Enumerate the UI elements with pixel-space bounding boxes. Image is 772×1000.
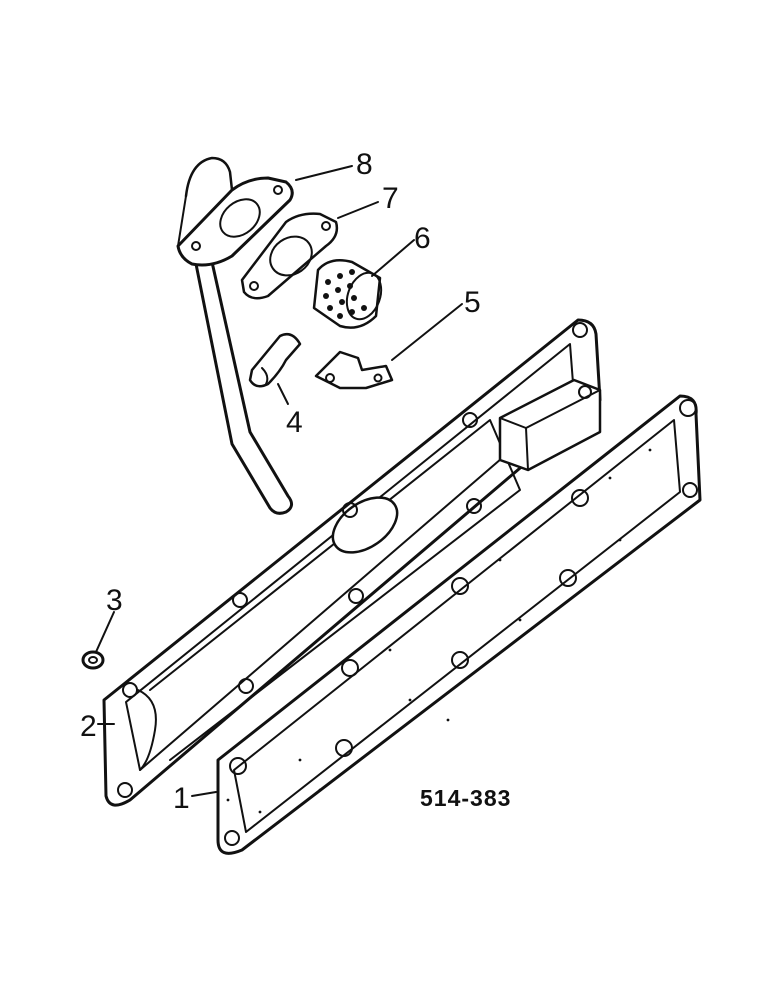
leader-line-1 — [191, 791, 217, 797]
gasket-part — [216, 394, 702, 855]
callout-2: 2 — [80, 710, 97, 743]
leader-line-7 — [337, 201, 379, 219]
callout-4: 4 — [286, 406, 303, 439]
callout-5: 5 — [464, 286, 481, 319]
nut-part — [81, 650, 105, 670]
breather-pipe-part — [176, 156, 294, 515]
leader-line-8 — [295, 165, 353, 181]
callout-7: 7 — [382, 182, 399, 215]
filter-element-part — [312, 259, 383, 329]
figure-code: 514-383 — [420, 785, 511, 811]
leader-line-4 — [277, 383, 289, 405]
callout-6: 6 — [414, 222, 431, 255]
callout-8: 8 — [356, 148, 373, 181]
flange-gasket-part — [240, 212, 339, 300]
breather-housing-part — [102, 318, 602, 807]
bracket-part — [314, 350, 394, 390]
leader-line-6 — [371, 239, 415, 277]
clip-part — [248, 333, 302, 388]
leader-line-5 — [391, 303, 463, 361]
leader-line-3 — [95, 611, 115, 653]
callout-3: 3 — [106, 584, 123, 617]
callout-1: 1 — [173, 782, 190, 815]
